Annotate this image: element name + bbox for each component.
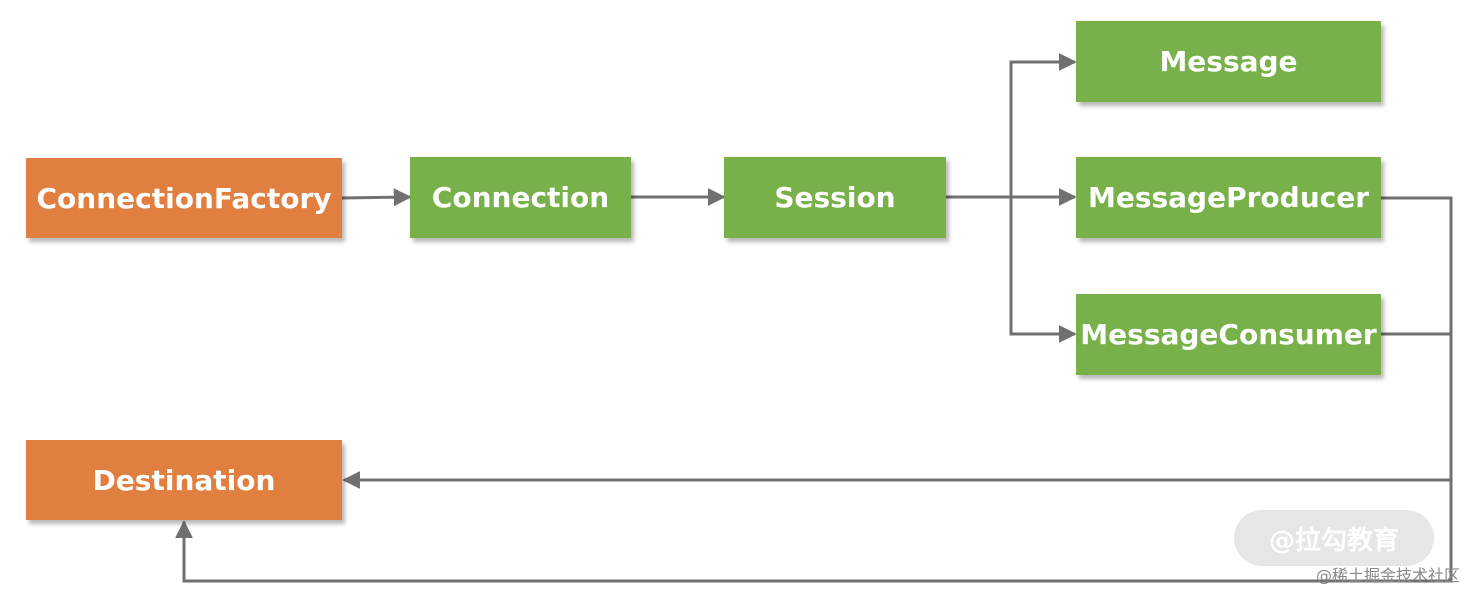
arrow-session-to-message (1009, 53, 1077, 197)
node-session: Session (724, 157, 946, 238)
watermark-juejin: @稀土掘金技术社区 (1315, 566, 1460, 585)
node-connection: Connection (410, 157, 631, 238)
node-destination: Destination (26, 440, 342, 520)
watermark-lagou: @拉勾教育 (1234, 510, 1434, 566)
node-message: Message (1076, 21, 1381, 102)
node-connection-factory: ConnectionFactory (26, 158, 342, 238)
node-message-consumer: MessageConsumer (1076, 294, 1381, 375)
arrow-session-to-consumer (1009, 197, 1077, 343)
arrow-producer-to-destination-bottom (175, 196, 1453, 583)
node-message-producer: MessageProducer (1076, 157, 1381, 238)
arrow-consumer-to-destination-side (342, 332, 1453, 489)
arrow-factory-to-connection (341, 188, 412, 207)
